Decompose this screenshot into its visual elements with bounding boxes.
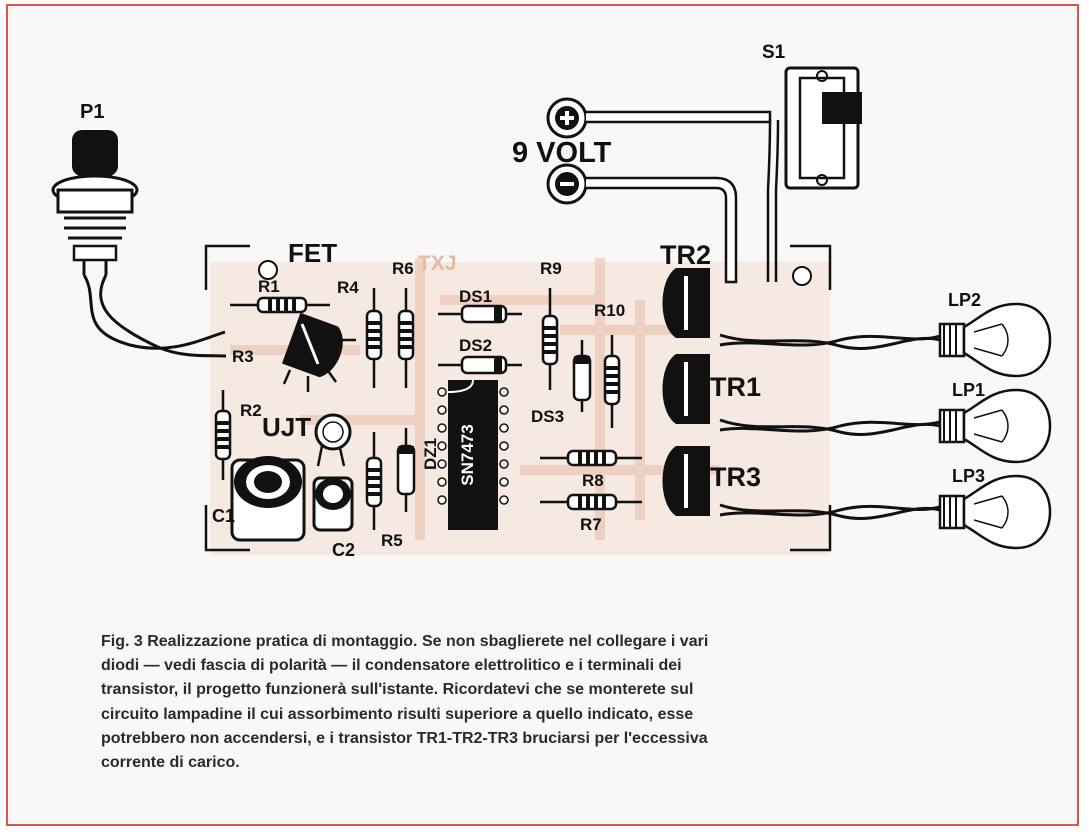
resistor-r8 <box>566 449 618 467</box>
pcb-corner-marks <box>204 244 832 552</box>
lamp-wire-lp2 <box>719 333 941 350</box>
lamp-wire-lp3 <box>719 503 941 520</box>
capacitor-c2 <box>312 476 354 532</box>
lamp-lp3 <box>938 474 1052 550</box>
ic-sn7473: SN7473 <box>437 379 509 530</box>
assembly-diagram: SN7473 P1 S1 9 VOLT FET TXJ R1 R3 R2 R4 … <box>51 42 1052 560</box>
label-ds1: DS1 <box>459 287 492 306</box>
label-r7: R7 <box>580 515 602 534</box>
figure-caption: Fig. 3 Realizzazione pratica di montaggi… <box>101 630 1001 775</box>
capacitor-c1 <box>230 456 306 542</box>
label-r8: R8 <box>582 471 604 490</box>
label-lp2: LP2 <box>948 290 981 310</box>
caption-line: potrebbero non accendersi, e i transisto… <box>101 729 708 747</box>
diode-ds2 <box>438 355 522 375</box>
label-fet: FET <box>288 238 337 268</box>
label-ds3: DS3 <box>531 407 564 426</box>
zener-dz1 <box>396 428 416 512</box>
label-tr3: TR3 <box>710 462 761 492</box>
label-r5: R5 <box>381 531 403 550</box>
label-c1: C1 <box>212 506 235 526</box>
label-lp3: LP3 <box>952 466 985 486</box>
transistor-tr2 <box>660 266 712 340</box>
label-r9: R9 <box>540 259 562 278</box>
label-dz1: DZ1 <box>421 438 440 470</box>
pushbutton-p1 <box>51 130 139 275</box>
resistor-r1 <box>256 296 308 314</box>
resistor-r5 <box>365 456 383 508</box>
label-c2: C2 <box>332 540 355 560</box>
resistor-r7 <box>566 493 618 511</box>
lamp-lp1 <box>938 388 1052 464</box>
caption-line: circuito lampadine il cui assorbimento r… <box>101 705 694 723</box>
label-r6: R6 <box>392 259 414 278</box>
label-ujt: UJT <box>262 412 311 442</box>
resistor-r9 <box>541 314 559 366</box>
label-ds2: DS2 <box>459 336 492 355</box>
label-r2: R2 <box>240 401 262 420</box>
plus-icon <box>560 111 574 125</box>
label-lp1: LP1 <box>952 380 985 400</box>
resistor-r2 <box>214 409 232 461</box>
pcb-mount-hole <box>792 266 812 286</box>
label-tx: TXJ <box>418 252 457 275</box>
diode-ds3 <box>572 340 592 412</box>
ujt-transistor <box>314 413 352 467</box>
resistor-r6 <box>397 309 415 361</box>
caption-line: transistor, il progetto funzionerà sull'… <box>101 681 694 699</box>
caption-line: Fig. 3 Realizzazione pratica di montaggi… <box>101 633 709 650</box>
label-tr1: TR1 <box>710 372 761 402</box>
resistor-r10 <box>603 354 621 406</box>
battery-terminal-positive <box>546 97 772 139</box>
caption-line: corrente di carico. <box>101 754 240 772</box>
lamp-wire-lp1 <box>719 418 941 436</box>
label-r4: R4 <box>337 278 359 297</box>
resistor-r4 <box>365 309 383 361</box>
label-tr2: TR2 <box>660 240 711 270</box>
switch-s1 <box>766 66 862 282</box>
label-r3: R3 <box>232 347 254 366</box>
diode-ds1 <box>438 304 522 324</box>
transistor-tr3 <box>660 444 712 518</box>
label-p1: P1 <box>80 101 104 123</box>
lamp-lp2 <box>938 302 1052 378</box>
fet-transistor <box>281 312 356 392</box>
pcb-mount-hole <box>258 260 278 280</box>
p1-twisted-wire <box>82 274 227 358</box>
transistor-tr1 <box>660 352 712 426</box>
label-r10: R10 <box>594 301 625 320</box>
label-r1: R1 <box>258 277 280 296</box>
label-9-volt: 9 VOLT <box>512 137 612 169</box>
label-ic: SN7473 <box>458 424 477 485</box>
caption-line: diodi — vedi fascia di polarità — il con… <box>101 657 682 675</box>
label-s1: S1 <box>762 42 786 63</box>
battery-terminal-negative <box>546 163 738 284</box>
